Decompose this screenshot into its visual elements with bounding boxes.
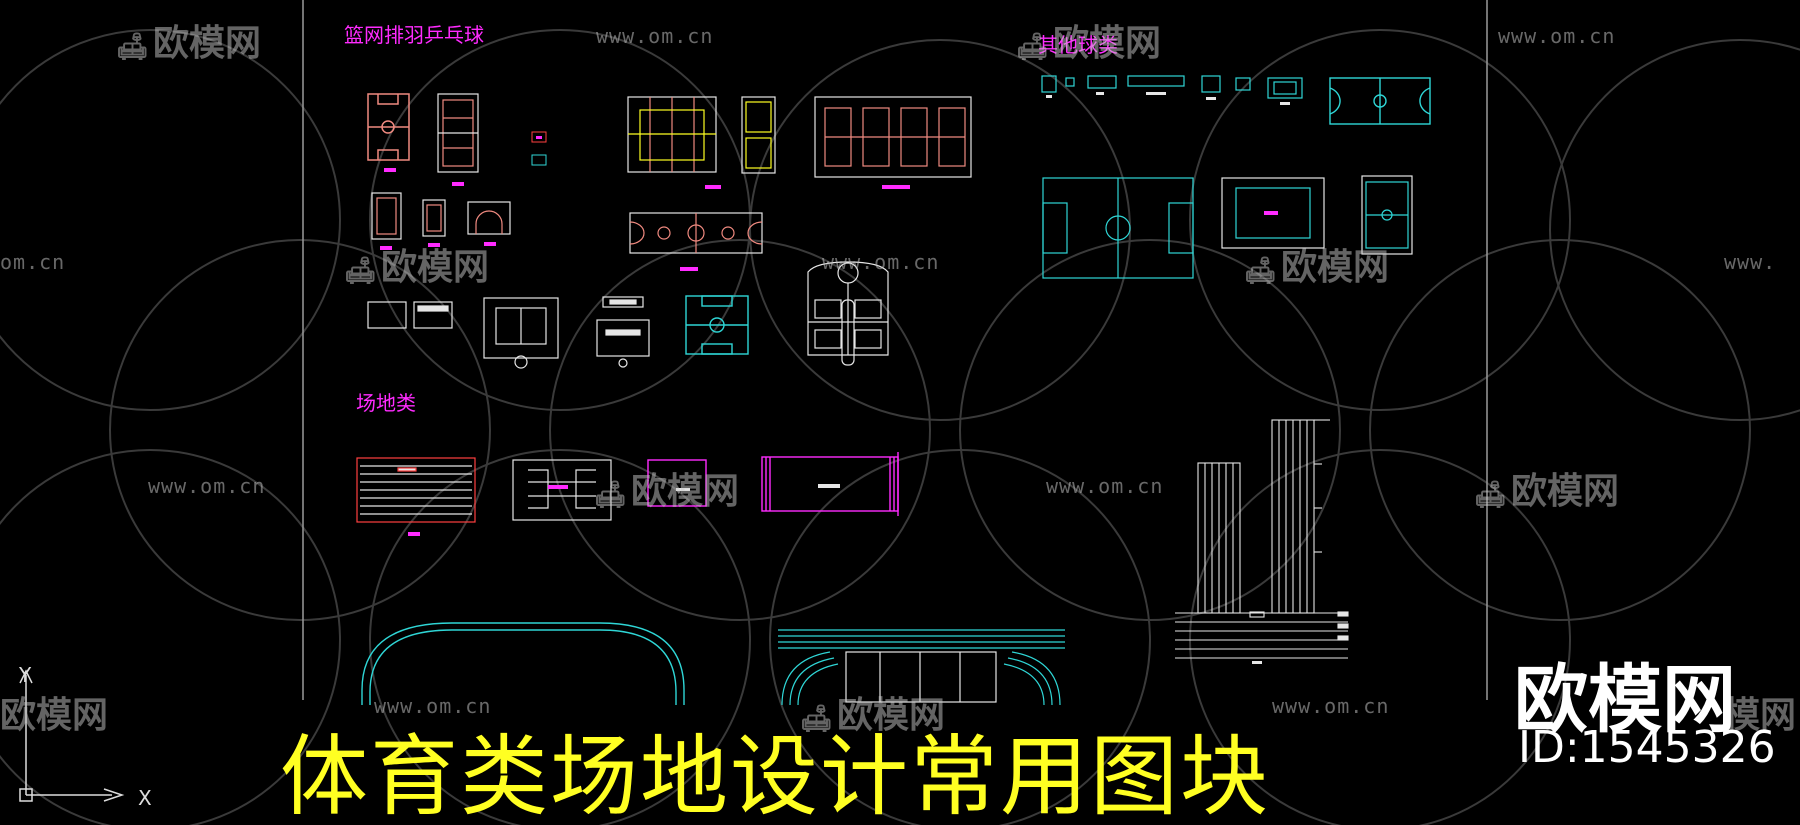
watermark-logo-text: 欧模网: [837, 695, 946, 736]
football-field-block[interactable]: [1042, 177, 1194, 279]
multi-court-block[interactable]: [814, 96, 972, 178]
watermark-logo: 🛋欧模网: [1016, 14, 1161, 66]
watermark-logo: 🛋欧模网: [594, 462, 739, 514]
section-label-other-sports: 其他球类: [1038, 33, 1118, 57]
watermark-logo-text: 欧模网: [381, 247, 490, 288]
section-label-ball-sports: 篮网排羽乒乓球: [344, 23, 484, 47]
watermark-site-text: www.om.cn: [1498, 24, 1616, 48]
watermark-logo-text: 欧模网: [1281, 247, 1390, 288]
sofa-icon: 🛋: [1244, 256, 1278, 286]
basketball-full-court-block[interactable]: [629, 212, 763, 254]
sofa-icon: 🛋: [800, 704, 834, 734]
watermark-logo: 🛋欧模网: [116, 14, 261, 66]
watermark-logo-text: 欧模网: [1511, 471, 1620, 512]
watermark-circles: [0, 29, 1800, 825]
watermark-logo: 🛋欧模网: [1244, 238, 1389, 290]
watermark-logo: 欧模网: [0, 686, 108, 738]
handball-court-block[interactable]: [1329, 77, 1431, 125]
axis-y-label: Y: [19, 663, 32, 687]
watermark-logo: 🛋欧模网: [344, 238, 489, 290]
shooting-practice-block[interactable]: [807, 261, 889, 366]
section-label-venues: 场地类: [356, 391, 416, 415]
grandstand-elevation-block[interactable]: [1175, 419, 1349, 659]
sofa-icon: 🛋: [1016, 32, 1050, 62]
sofa-icon: 🛋: [594, 480, 628, 510]
small-court-blocks[interactable]: [371, 192, 511, 240]
track-curve-left-block[interactable]: [361, 622, 685, 705]
watermark-logo-text: 欧模网: [1053, 23, 1162, 64]
volleyball-court-block[interactable]: [437, 93, 479, 173]
running-track-straight-block[interactable]: [356, 457, 476, 523]
magenta-venue-block[interactable]: [647, 452, 899, 516]
watermark-logo-text: 欧模网: [153, 23, 262, 64]
watermark-site-text: om.cn: [0, 250, 66, 274]
tennis-court-block[interactable]: [741, 96, 776, 174]
axis-x-label: X: [138, 786, 152, 810]
watermark-site-text: www.: [1724, 250, 1777, 274]
badminton-courts-block[interactable]: [627, 96, 717, 173]
page-title: 体育类场地设计常用图块: [280, 725, 1271, 825]
brand-logo-text: 欧模网: [1514, 657, 1736, 743]
watermark-site-text: www.om.cn: [148, 474, 266, 498]
cyan-court-block[interactable]: [685, 295, 749, 355]
sofa-icon: 🛋: [1474, 480, 1508, 510]
watermark-site-text: www.om.cn: [374, 694, 492, 718]
basketball-court-block[interactable]: [367, 93, 410, 161]
table-tennis-blocks[interactable]: [367, 296, 650, 369]
watermark-site-text: www.om.cn: [822, 250, 940, 274]
watermark-site-text: www.om.cn: [1272, 694, 1390, 718]
sofa-icon: 🛋: [116, 32, 150, 62]
sofa-icon: 🛋: [344, 256, 378, 286]
watermark-logo: 🛋欧模网: [1474, 462, 1619, 514]
watermark-site-text: www.om.cn: [1046, 474, 1164, 498]
watermark-logo-text: 欧模网: [0, 695, 109, 736]
watermark-logo: 🛋欧模网: [800, 686, 945, 738]
ucs-axis-icon: [19, 669, 125, 802]
watermark-logo: 模网: [1724, 686, 1796, 738]
watermark-logo-text: 模网: [1724, 695, 1797, 736]
watermark-logo-text: 欧模网: [631, 471, 740, 512]
small-sport-icons[interactable]: [1041, 75, 1303, 99]
indoor-field-block[interactable]: [1221, 177, 1325, 249]
futsal-court-block[interactable]: [1361, 175, 1413, 255]
brand-id: ID:1545326: [1518, 722, 1776, 773]
track-curve-right-block[interactable]: [778, 629, 1065, 706]
watermark-site-text: www.om.cn: [596, 24, 714, 48]
